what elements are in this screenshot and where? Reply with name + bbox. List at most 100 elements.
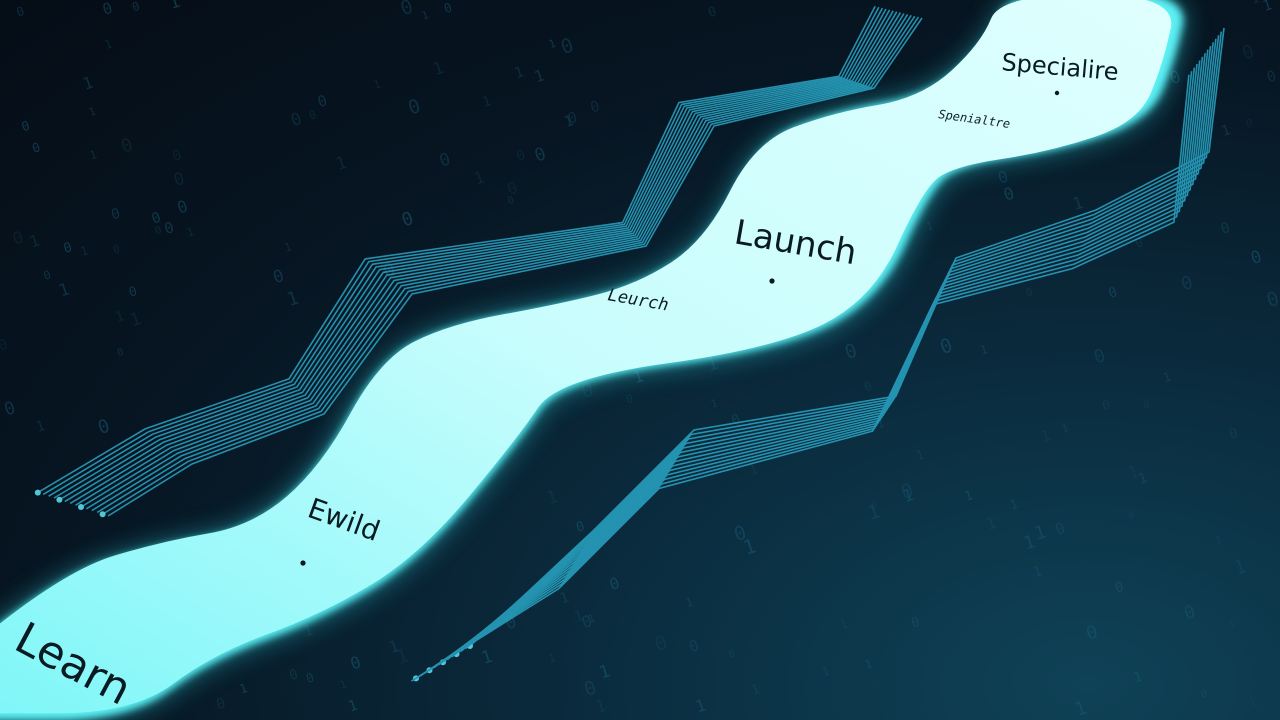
binary-digit: 1: [983, 512, 999, 534]
binary-digit: 0: [405, 94, 423, 119]
binary-digit: 0: [1107, 284, 1120, 302]
binary-digit: 0: [1133, 234, 1145, 251]
binary-digit: 0: [1182, 602, 1198, 624]
binary-digit: 1: [27, 230, 42, 251]
binary-digit: 0: [399, 208, 416, 231]
circuit-traces: [34, 5, 1225, 682]
circuit-trace: [107, 17, 923, 517]
binary-digit: 1: [127, 309, 143, 331]
binary-digit: 0: [909, 614, 922, 632]
binary-digit: 1: [1038, 426, 1052, 446]
binary-digit: 0: [1219, 220, 1232, 238]
binary-digit: 1: [1131, 669, 1144, 687]
binary-digit: 1: [1250, 0, 1260, 7]
binary-digit: 1: [750, 682, 762, 699]
binary-digit: 0: [214, 695, 227, 713]
circuit-trace: [96, 15, 916, 514]
binary-digit: 1: [333, 153, 349, 175]
binary-digit: 0: [111, 242, 121, 256]
binary-digit: 0: [937, 333, 955, 359]
circuit-trace: [85, 13, 909, 510]
binary-digit: 0: [442, 0, 454, 16]
binary-digit: 0: [62, 239, 75, 257]
binary-digit: 1: [185, 225, 195, 239]
circuit-trace: [64, 10, 894, 503]
circuit-node: [78, 504, 84, 510]
binary-digit: 1: [339, 679, 348, 691]
binary-digit: 1: [1227, 617, 1238, 632]
circuit-trace: [58, 9, 891, 501]
binary-digit: 1: [1161, 369, 1173, 386]
binary-digit: 1: [372, 77, 382, 91]
binary-digit: 1: [1070, 193, 1086, 215]
circuit-trace: [37, 5, 876, 494]
binary-digit: 1: [512, 63, 526, 82]
glowing-path: [0, 0, 1184, 720]
binary-digit: 1: [87, 105, 97, 119]
binary-digit: 0: [731, 521, 749, 546]
binary-digit: 0: [898, 479, 916, 505]
circuit-trace: [53, 8, 887, 499]
circuit-trace: [42, 6, 880, 496]
circuit-trace: [80, 13, 905, 508]
binary-digit: 0: [1001, 184, 1016, 205]
binary-digit: 1: [1008, 497, 1020, 514]
binary-digit: 1: [693, 695, 708, 716]
binary-digit: 1: [546, 650, 557, 665]
binary-digit: 1: [1231, 554, 1249, 579]
binary-digit: 0: [95, 416, 112, 439]
binary-digit: 1: [113, 308, 126, 326]
binary-digit: 0: [1141, 398, 1151, 412]
binary-digit: 1: [558, 590, 571, 608]
binary-digit: 1: [865, 499, 883, 524]
binary-digit: 1: [237, 680, 249, 697]
binary-digit: 0: [1113, 579, 1126, 597]
binary-digit: 1: [1031, 562, 1045, 581]
binary-digit: 0: [270, 265, 286, 287]
circuit-trace: [48, 7, 884, 497]
binary-digit: 1: [1220, 122, 1233, 140]
binary-digit: 0: [304, 669, 316, 686]
circuit-trace: [91, 14, 912, 512]
binary-digit: 0: [153, 224, 163, 237]
stage-dot-launch: [769, 278, 775, 284]
binary-digit: 0: [15, 4, 26, 20]
binary-digit: 0: [870, 500, 879, 512]
binary-digit: 0: [1091, 345, 1108, 368]
binary-digit: 1: [709, 397, 719, 411]
binary-digit: 0: [1199, 687, 1210, 702]
binary-digit: 0: [130, 0, 141, 14]
binary-digit: 0: [727, 648, 736, 660]
binary-digit: 0: [1265, 67, 1279, 86]
binary-digit: 0: [42, 267, 53, 283]
binary-digit: 0: [116, 346, 126, 359]
binary-digit: 1: [80, 73, 95, 94]
binary-digit: 0: [706, 4, 718, 21]
binary-digit: 0: [127, 284, 139, 301]
binary-digit: 1: [863, 656, 874, 672]
binary-digit: 0: [307, 107, 318, 122]
binary-digit: 1: [393, 643, 411, 669]
binary-digit: 0: [30, 139, 42, 156]
binary-digit: 0: [1240, 41, 1257, 64]
binary-digit: 0: [100, 0, 114, 19]
binary-digit: 1: [586, 612, 596, 626]
binary-digit: 0: [1127, 509, 1137, 522]
binary-digit: 1: [346, 697, 360, 716]
binary-digit: 0: [625, 392, 636, 407]
binary-digit: 0: [652, 631, 670, 657]
circuit-trace: [75, 12, 902, 506]
binary-digit: 1: [480, 93, 493, 111]
binary-digit: 0: [2, 398, 18, 420]
binary-digit: 0: [119, 134, 136, 157]
binary-digit: 0: [10, 228, 26, 250]
binary-digit: 0: [437, 149, 453, 171]
binary-digit: 0: [171, 168, 187, 190]
binary-digit: 0: [1244, 116, 1255, 131]
binary-digit: 0: [287, 666, 300, 684]
binary-digit: 1: [1072, 698, 1089, 720]
binary-digit: 0: [348, 652, 363, 673]
binary-digit: 1: [1247, 694, 1259, 711]
binary-digit: 0: [109, 206, 122, 224]
binary-digit: 0: [687, 636, 701, 656]
